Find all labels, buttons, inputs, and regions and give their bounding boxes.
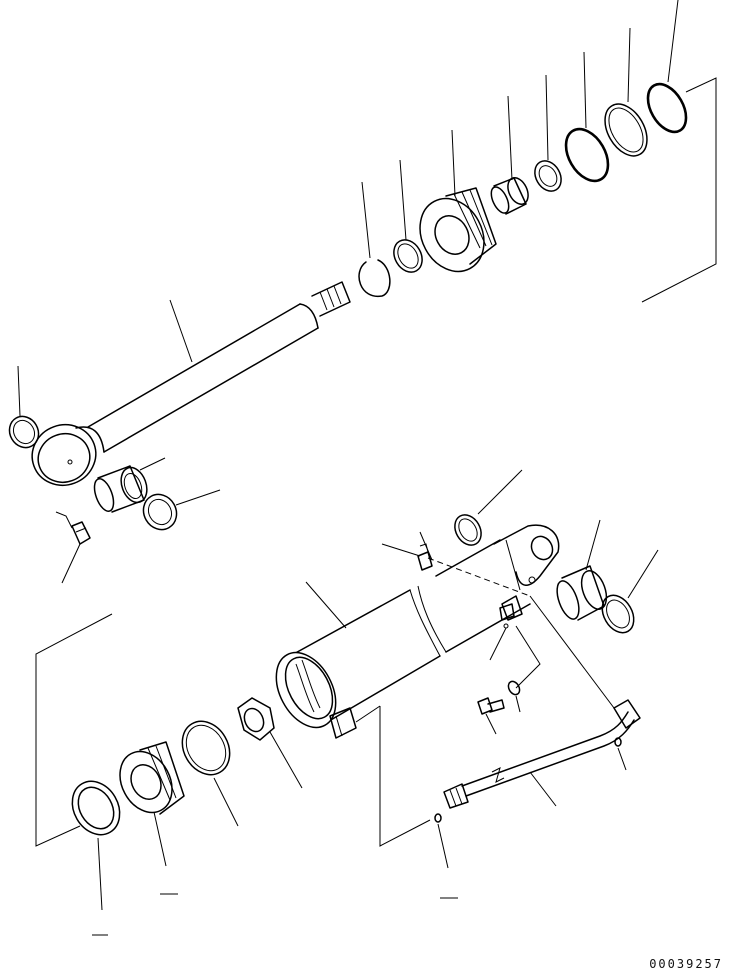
- leader-washer: [515, 695, 521, 713]
- drawing-code: 00039257: [649, 957, 723, 971]
- tube-pipe: [443, 699, 641, 809]
- rod-bushing: [93, 465, 148, 513]
- leader-bolt: [485, 713, 497, 735]
- leader-piston: [153, 811, 167, 867]
- leader-o-ring: [583, 51, 587, 129]
- wear-ring: [646, 82, 688, 134]
- o-ring: [564, 127, 610, 183]
- leader-rod-seal: [399, 159, 407, 241]
- pipe-route-line: [529, 595, 615, 709]
- pipe-break: [491, 767, 505, 783]
- piston-rod: [31, 281, 351, 486]
- grease-fitting: [55, 511, 91, 545]
- leader-pin-bushing-ring: [17, 365, 21, 417]
- leader-cylinder-head: [451, 129, 456, 197]
- backup-ring: [534, 160, 562, 192]
- cylinder-tube: [275, 524, 560, 739]
- bracket-lower-tie: [355, 705, 381, 723]
- pipe-o-ring: [614, 737, 622, 747]
- bracket-lower-right: [379, 706, 431, 847]
- leader-piston-ring: [213, 777, 239, 827]
- leader-pipe-o-ring: [617, 747, 627, 771]
- leader-bottom-bushing: [585, 519, 601, 571]
- tube-grease-fitting: [417, 543, 433, 571]
- leader-tube-grease-fitting: [381, 543, 421, 557]
- leader-small-o-ring: [437, 823, 449, 869]
- leader-buffer-ring: [627, 27, 631, 103]
- leader-dust-seal: [175, 489, 221, 506]
- leader-piston-wear-ring: [97, 837, 103, 911]
- cylinder-head: [419, 187, 497, 273]
- snap-ring: [358, 259, 391, 297]
- leader-cylinder-tube: [305, 581, 347, 629]
- pin-bushing-ring: [8, 415, 40, 449]
- leader-grease-fitting: [61, 543, 81, 584]
- leader-piston-nut: [269, 731, 303, 789]
- bracket-lower-left: [35, 613, 113, 847]
- leader-rod-bushing: [139, 457, 166, 471]
- center-line-tube: [427, 557, 531, 597]
- leader-piston-rod: [169, 299, 193, 363]
- leader-bottom-ring: [477, 469, 523, 515]
- piston-nut: [237, 697, 275, 741]
- buffer-ring: [604, 103, 648, 157]
- bushing: [490, 177, 529, 215]
- dust-seal: [142, 493, 178, 531]
- small-o-ring: [434, 813, 442, 823]
- leader-clamp: [489, 627, 507, 661]
- piston-ring: [181, 720, 231, 776]
- washer: [507, 680, 521, 696]
- leader-bottom-dust-seal: [627, 549, 659, 599]
- bottom-bushing: [556, 565, 608, 621]
- bottom-dust-seal: [601, 594, 635, 634]
- bottom-ring: [454, 514, 482, 546]
- piston-wear-ring: [71, 780, 121, 836]
- bolt: [477, 697, 505, 715]
- leader-tube-pipe: [529, 771, 557, 807]
- rod-seal: [393, 239, 423, 273]
- leader-bushing: [507, 95, 513, 181]
- piston: [119, 741, 185, 815]
- bracket-clamp: [515, 625, 541, 689]
- leader-wear-ring: [667, 0, 679, 83]
- pointer-fitting: [419, 531, 433, 561]
- bracket-upper: [641, 77, 717, 303]
- leader-backup-ring: [545, 74, 549, 161]
- leader-snap-ring: [361, 181, 371, 259]
